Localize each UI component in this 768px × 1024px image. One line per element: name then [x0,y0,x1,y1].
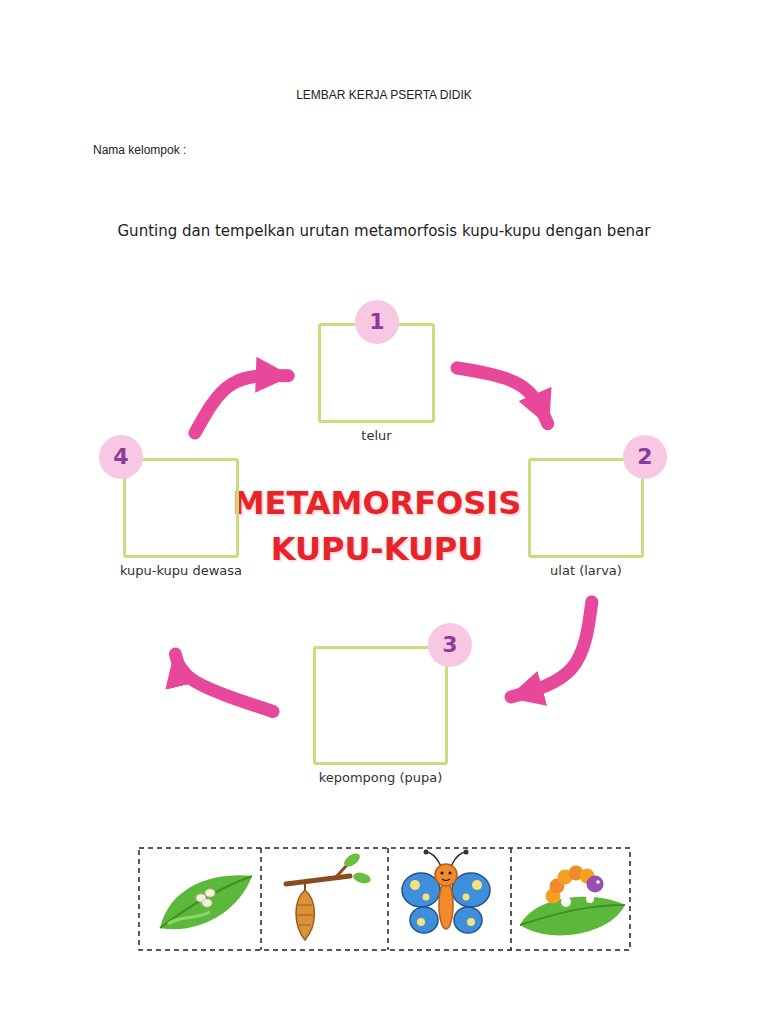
group-name-field: Nama kelompok : [93,143,493,157]
callout-number: 1 [369,311,384,333]
cycle-arrow [457,368,548,424]
step-number-circle: 4 [99,435,143,479]
cycle-arrow [195,376,288,433]
cut-border [139,848,630,950]
chrysalis-picture [286,851,372,940]
stage-caption: kupu-kupu dewasa [120,563,242,578]
stage-box: kepompong (pupa)3 [313,646,448,765]
egg-leaf-picture [160,875,252,929]
step-number-circle: 2 [623,435,667,479]
instruction-text: Gunting dan tempelkan urutan metamorfosi… [40,222,728,240]
caterpillar-picture [520,866,625,936]
cut-line [387,848,389,950]
worksheet-title: LEMBAR KERJA PSERTA DIDIK [0,88,768,102]
step-number-circle: 3 [428,623,472,667]
cycle-arrow [511,602,592,697]
callout-number: 3 [442,634,457,656]
callout-number: 4 [113,446,128,468]
cut-line [260,848,262,950]
stage-box: telur1 [318,323,435,423]
cut-line [510,848,512,950]
stage-caption: kepompong (pupa) [319,770,443,785]
stage-box: kupu-kupu dewasa4 [123,458,239,558]
callout-number: 2 [637,446,652,468]
cycle-arrow [175,654,273,711]
stage-caption: ulat (larva) [550,563,622,578]
step-number-circle: 1 [355,300,399,344]
butterfly-picture [402,850,490,934]
stage-box: ulat (larva)2 [528,458,644,558]
cut-grid [139,848,630,950]
stage-caption: telur [361,428,391,443]
center-heading: METAMORFOSIS KUPU-KUPU [222,480,532,572]
